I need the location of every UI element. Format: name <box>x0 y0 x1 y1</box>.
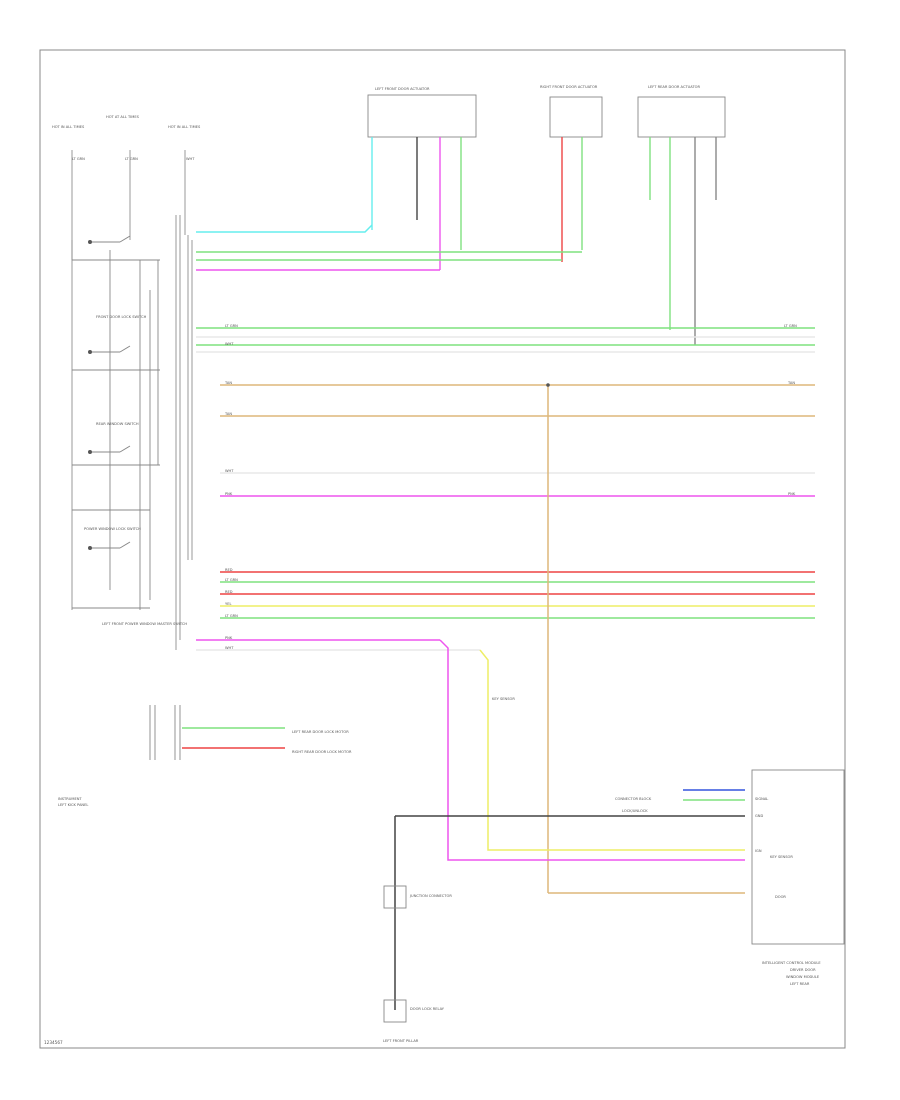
bcm-sub2: WINDOW MODULE <box>786 975 820 979</box>
left-front-door-label: LEFT FRONT DOOR ACTUATOR <box>375 87 430 91</box>
bcm-sub1: DRIVER DOOR <box>790 968 816 972</box>
wire-label-tan-r: TAN <box>787 381 795 385</box>
bcm-door-word: DOOR <box>775 895 786 899</box>
wire-label-wht-1: WHT <box>225 342 234 346</box>
fuse-label-3: WHT <box>186 157 195 161</box>
ground-label: LEFT FRONT PILLAR <box>383 1039 419 1043</box>
left-rear-motor-label: LEFT REAR DOOR LOCK MOTOR <box>292 730 349 734</box>
hot-in-label-3: HOT IN ALL TIMES <box>168 125 201 129</box>
bcm-pin-3: IGN <box>755 849 762 853</box>
wire-label-yel-1: YEL <box>225 602 231 606</box>
switch-contacts <box>88 240 92 550</box>
lower-routing <box>394 639 745 1010</box>
wire-label-wht-3: WHT <box>225 646 234 650</box>
connector-block-label: CONNECTOR BLOCK <box>615 797 652 801</box>
bcm-title: INTELLIGENT CONTROL MODULE <box>762 961 821 965</box>
switch-stack <box>71 235 160 610</box>
footer-code: 1234567 <box>44 1040 63 1045</box>
bcm-pin-2: GND <box>755 814 763 818</box>
instrument-label: INSTRUMENT <box>58 797 82 801</box>
bcm-sub3: LEFT REAR <box>790 982 810 986</box>
wire-label-tan-1: TAN <box>224 381 232 385</box>
bcm-key-sensor: KEY SENSOR <box>770 855 793 859</box>
wire-label-tan-2: TAN <box>224 412 232 416</box>
window-master-label: LEFT FRONT POWER WINDOW MASTER SWITCH <box>102 622 187 626</box>
door-relay-label: DOOR LOCK RELAY <box>410 1007 445 1011</box>
tan-drop <box>547 385 745 894</box>
diagram-frame <box>39 49 846 1049</box>
rear-motor-connectors <box>149 705 181 760</box>
right-front-door-label: RIGHT FRONT DOOR ACTUATOR <box>540 85 598 89</box>
junction-connector <box>383 885 407 909</box>
upper-harness <box>196 224 582 271</box>
wire-label-red-1: RED <box>225 568 233 572</box>
wire-label-red-2: RED <box>225 590 233 594</box>
instrument-sub: LEFT KICK PANEL <box>58 803 88 807</box>
wire-label-ltgrn-r: LT GRN <box>784 324 797 328</box>
control-module <box>751 769 845 945</box>
left-rear-door-actuator <box>637 96 726 138</box>
wire-label-pnk-2: PNK <box>225 636 233 640</box>
wire-label-pnk-r: PNK <box>788 492 796 496</box>
actuator-drops <box>371 137 717 345</box>
right-rear-motor-label: RIGHT REAR DOOR LOCK MOTOR <box>292 750 352 754</box>
mid-harness <box>196 327 815 651</box>
wire-label-wht-2: WHT <box>225 469 234 473</box>
wire-label-pnk-1: PNK <box>225 492 233 496</box>
left-rear-door-label: LEFT REAR DOOR ACTUATOR <box>648 85 700 89</box>
wire-label-ltgrn-1: LT GRN <box>225 324 238 328</box>
right-front-door-actuator <box>549 96 603 138</box>
junction-connector-label: JUNCTION CONNECTOR <box>409 894 452 898</box>
left-front-door-actuator <box>367 94 477 138</box>
hot-in-label-1: HOT IN ALL TIMES <box>52 125 85 129</box>
splice-tan <box>546 383 550 387</box>
lock-switch-label: POWER WINDOW LOCK SWITCH <box>84 527 141 531</box>
key-sensor-label: KEY SENSOR <box>492 697 515 701</box>
front-switch-label: FRONT DOOR LOCK SWITCH <box>96 315 147 319</box>
bcm-pin-1: SIGNAL <box>755 797 768 801</box>
lock-unlock-label: LOCK/UNLOCK <box>622 809 648 813</box>
hot-in-label-2: HOT AT ALL TIMES <box>106 115 140 119</box>
wire-label-ltgrn-3: LT GRN <box>225 614 238 618</box>
fuse-label-2: LT GRN <box>125 157 138 161</box>
wire-label-ltgrn-2: LT GRN <box>225 578 238 582</box>
door-relay-box <box>383 999 407 1023</box>
rear-switch-label: REAR WINDOW SWITCH <box>96 422 139 426</box>
fuse-label-1: LT GRN <box>72 157 85 161</box>
power-feeds <box>71 150 193 650</box>
